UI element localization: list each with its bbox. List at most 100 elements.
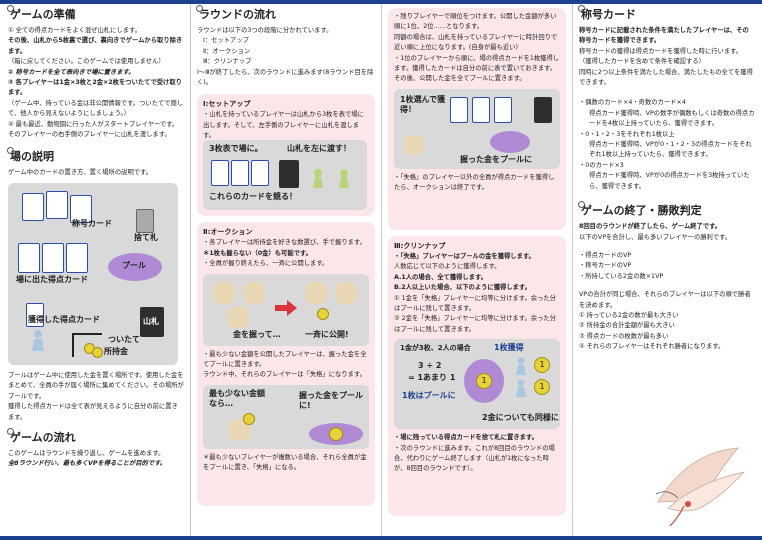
pawn-icon	[516, 379, 526, 398]
field-card	[494, 96, 512, 123]
prep-step: その後、山札から5枚裏で選び、裏向きでゲームから取り除きます。	[8, 37, 183, 55]
auction-label: 一斉に公開!	[305, 329, 349, 339]
prep-note: （ゲーム中、持っている金は非公開情報です。ついたてで隠して、他人から見えないよう…	[8, 99, 184, 118]
field-card	[251, 160, 269, 187]
pawn-icon	[339, 169, 349, 189]
example-calc: = 1あまり 1	[408, 373, 456, 383]
cleanup-item: ・次のラウンドに進みます。これが8回目のラウンドの場合、代わりにゲーム終了します…	[394, 444, 555, 473]
title-card-desc: 称号カードに記載された条件を満たしたプレイヤーは、その称号カードを獲得できます。	[579, 27, 749, 45]
cleanup-box: Ⅲ:クリンナップ ・「失格」プレイヤーはプールの金を獲得します。 人数応じて以下…	[388, 236, 566, 516]
ibis-illustration	[655, 447, 746, 527]
pawn-icon	[32, 329, 44, 351]
field-cards-label: 場に出た得点カード	[16, 274, 88, 284]
cleanup-item: ・場に残っている得点カードを捨て札に置きます。	[394, 434, 538, 442]
coin-icon: 1	[534, 379, 550, 396]
condition-desc: 得点カード獲得時、VPが0の得点カードを3枚持っていたら、獲得できます。	[589, 172, 750, 190]
deck	[140, 306, 164, 337]
arrow-icon	[275, 299, 297, 316]
end-heading: ゲームの終了・勝敗判定	[578, 201, 755, 218]
field-intro: ゲーム中のカードの置き方、置く場所の説明です。	[8, 169, 153, 177]
auction-continued-box: ・残りプレイヤーで順位をつけます。公開した金額が多い順に1位、2位……となります…	[388, 8, 566, 230]
title-card	[70, 194, 92, 223]
auction-desc: ・全員が握り終えたら、一斉に公開します。	[203, 260, 329, 268]
end-desc: 以下のVPを合計し、最も多いプレイヤーの勝利です。	[579, 233, 732, 241]
prep-step: ① 全ての得点カードをよく混ぜ山札にします。	[8, 27, 141, 34]
end-desc: 8回目のラウンドが終了したら、ゲーム終了です。	[579, 223, 722, 231]
hand-icon	[404, 134, 424, 155]
tie-item: ③ 得点カードの枚数が最も多い	[579, 332, 669, 340]
title-card-desc: 同時に2つ以上条件を満たした場合、満たしたもの全てを獲得できます。	[579, 68, 753, 87]
cleanup-item: ② 2金を「失格」プレイヤーに均等に分けます。余った分はプールに残して置きます。	[394, 315, 556, 333]
condition-desc: 得点カード獲得時、VPが0・1・2・3の得点カードをそれぞれ1枚以上持っていたら…	[589, 141, 752, 159]
field-card	[472, 96, 490, 123]
auction-desc: ・各プレイヤーは所持金を好きな数選び、手で握ります。	[203, 239, 366, 247]
rank-desc: ・残りプレイヤーで順位をつけます。公開した金額が多い順に1位、2位……となります…	[394, 13, 557, 31]
hand-icon	[305, 281, 327, 304]
bottom-border	[0, 536, 762, 540]
column-divider	[190, 4, 191, 536]
auction-diagram-2: 最も少ない金額なら… 握った金をプールに!	[203, 384, 369, 449]
condition: ・偶数のカード×4・奇数のカード×4	[579, 99, 686, 107]
flow-heading: ゲームの流れ	[7, 427, 184, 445]
auction-label: 金を握って…	[233, 329, 281, 339]
hand-icon	[227, 305, 249, 328]
prep-step: そのプレイヤーの右手側のプレイヤーに山札を渡します。	[8, 131, 171, 139]
rank-desc: ・1位のプレイヤーから順に、場の得点カードを1枚獲得します。獲得したカードは自分…	[394, 54, 560, 73]
field-diagram: 称号カード 捨て札 プール 場に出た得点カード 獲得した得点カード 山札 ついた…	[8, 182, 178, 365]
tie-item: ④ それらのプレイヤーはそれぞれ勝者になります。	[579, 343, 725, 351]
rank-desc: 同額の場合は、山札を持っているプレイヤーに時計回りで近い順に上位になります。(自…	[394, 33, 558, 52]
column-divider	[572, 4, 573, 536]
acquire-diagram: 1枚選んで獲得！ 握った金をプールに	[394, 88, 560, 169]
round-intro: ラウンドは以下の3つの段階に分かれています。	[197, 27, 333, 34]
example-left: 1枚はプールに	[402, 391, 456, 401]
auction-label: 最も少ない金額なら…	[209, 388, 265, 408]
cleanup-item: 人数応じて以下のように獲得します。	[394, 263, 501, 271]
setup-label: 3枚表で場に。	[209, 144, 263, 154]
phase-item: Ⅲ：クリンナップ	[203, 58, 252, 66]
deck	[279, 160, 299, 189]
phase-item: Ⅰ：セットアップ	[203, 37, 249, 45]
setup-box: Ⅰ:セットアップ ・山札を持っているプレイヤーは山札から3枚を表で場に出します。…	[197, 94, 375, 217]
title-card	[22, 192, 44, 221]
cleanup-item: ・「失格」プレイヤーはプールの金を獲得します。	[394, 253, 535, 260]
coin-icon: 1	[476, 373, 492, 390]
flow-desc: このゲームはラウンドを繰り返し、ゲームを進めます。	[8, 449, 165, 457]
tie-item: ① 持っている2金の数が最も大きい	[579, 311, 679, 319]
field-heading: 場の説明	[7, 147, 184, 164]
setup-label: これらのカードを競る！	[209, 192, 297, 202]
title-card-desc: （獲得したカードを含めて条件を確認する）	[579, 58, 705, 66]
rank-desc: その後、公開した金を全てプールに置きます。	[394, 75, 526, 83]
acquire-label: 握った金をプールに	[460, 154, 532, 164]
cleanup-item: A.1人の場合、全て獲得します。	[394, 273, 487, 281]
setup-label: 山札を左に渡す！	[287, 144, 351, 154]
cleanup-heading: Ⅲ:クリンナップ	[394, 242, 446, 250]
setup-desc: ・山札を持っているプレイヤーは山札から3枚を表で場に出します。そして、左手側のプ…	[203, 111, 364, 140]
discard-label: 捨て札	[134, 232, 158, 242]
auction-diagram: 金を握って… 一斉に公開!	[203, 273, 369, 346]
coin-icon	[329, 426, 343, 441]
example-calc: 3 ÷ 2	[418, 361, 442, 371]
coin-icon	[243, 412, 255, 425]
vp-item: ・得点カードのVP	[579, 251, 632, 259]
column-setup: ゲームの準備 ① 全ての得点カードをよく混ぜ山札にします。 その後、山札から5枚…	[7, 5, 184, 470]
prep-step: ④ 最も最近、動物園に行った人がスタートプレイヤーです。	[8, 120, 179, 128]
condition-desc: 得点カード獲得時、VPの数字が偶数もしくは奇数の得点カードを4枚以上持っていたら…	[589, 109, 755, 128]
deck	[534, 96, 552, 123]
pool-label: プール	[122, 260, 146, 270]
column-round: ラウンドの流れ ラウンドは以下の3つの段階に分かれています。 Ⅰ：セットアップ …	[196, 5, 375, 507]
coin-icon: 1	[534, 357, 550, 374]
cleanup-item: ① 1金を「失格」プレイヤーに均等に分けます。余った分はプールに残して置きます。	[394, 294, 556, 313]
cleanup-diagram: 1金が3枚、2人の場合 1枚獲得 3 ÷ 2 = 1あまり 1 1 1 1 1枚…	[394, 339, 560, 430]
acquire-label: 1枚選んで獲得！	[400, 94, 446, 114]
hand-icon	[213, 281, 235, 304]
auction-end: ・「失格」のプレイヤー以外の全員が得点カードを獲得したら、オークションは終了です…	[394, 173, 555, 192]
flow-desc: 全8ラウンド行い、最も多くVPを得ることが目的です。	[8, 460, 167, 468]
money-label: 所持金	[104, 346, 128, 356]
setup-heading: Ⅰ:セットアップ	[203, 100, 251, 109]
pawn-icon	[516, 357, 526, 376]
auction-heading: Ⅱ:オークション	[203, 228, 253, 237]
field-card	[231, 160, 249, 187]
field-card	[42, 242, 64, 273]
field-card	[66, 242, 88, 273]
example-each: 1枚獲得	[494, 343, 524, 353]
